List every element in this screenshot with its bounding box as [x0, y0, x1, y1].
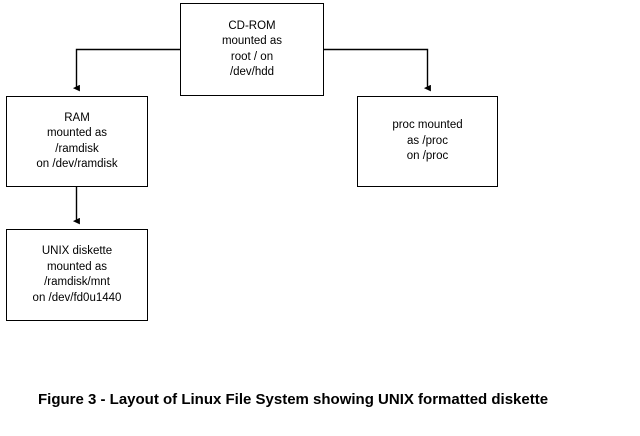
node-cdrom-line-2: mounted as: [221, 35, 283, 47]
node-ram-line-2: mounted as: [46, 127, 108, 139]
node-cdrom: CD-ROM mounted as root / on /dev/hdd: [180, 3, 324, 96]
node-proc-line-3: on /proc: [406, 150, 449, 163]
node-unix-diskette: UNIX diskette mounted as /ramdisk/mnt on…: [6, 229, 148, 321]
node-unix-line-1: UNIX diskette: [41, 245, 113, 257]
node-unix-line-3: /ramdisk/mnt: [44, 276, 110, 288]
connector-cdrom-to-proc: [324, 48, 431, 92]
node-ram: RAM mounted as /ramdisk on /dev/ramdisk: [6, 96, 148, 187]
node-proc-line-2: as /proc: [407, 134, 448, 147]
node-unix-line-4: on /dev/fd0u1440: [32, 291, 122, 304]
node-ram-line-1: RAM: [64, 111, 90, 124]
node-proc: proc mounted as /proc on /proc: [357, 96, 498, 187]
node-ram-line-3: /ramdisk: [55, 142, 99, 155]
node-unix-line-2: mounted as: [46, 260, 108, 273]
node-cdrom-line-3: root / on: [230, 50, 274, 63]
connector-cdrom-to-ram: [72, 48, 180, 92]
node-proc-line-1: proc mounted: [392, 119, 463, 132]
node-ram-line-4: on /dev/ramdisk: [36, 158, 118, 170]
node-cdrom-line-1: CD-ROM: [228, 19, 276, 32]
node-cdrom-line-4: /dev/hdd: [229, 66, 275, 78]
figure-caption: Figure 3 - Layout of Linux File System s…: [38, 391, 549, 408]
